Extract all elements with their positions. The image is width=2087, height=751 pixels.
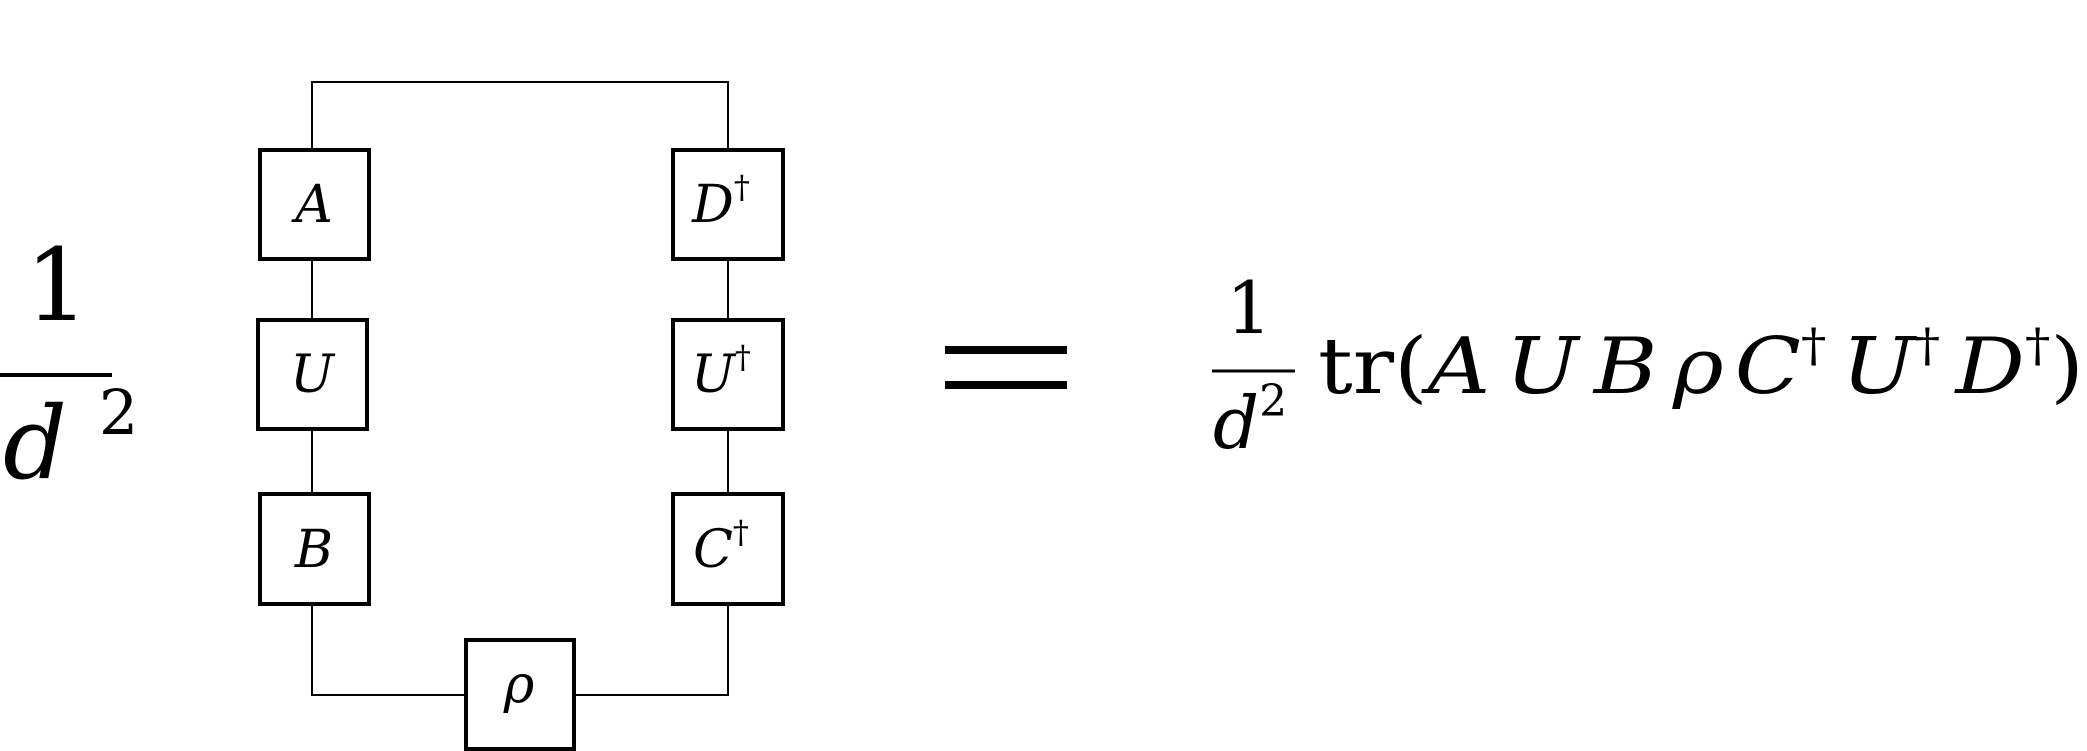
equals-sign-text: = [1006,379,1007,381]
trace-term-U2: U [1842,322,1917,412]
tensor-D-dagger: D† [671,148,785,261]
trace-term-D: D [1953,322,2024,412]
wire-B-to-rho [311,605,466,696]
trace-term-C-dagger: † [1801,318,1826,372]
lhs-prefactor-denominator-base: d [3,385,67,502]
tensor-D-dagger-box [671,148,785,261]
tensor-D-dagger-label: D† [691,168,750,235]
lhs-prefactor-denominator: d 2 [3,376,138,502]
trace-term-B: B [1592,322,1658,412]
trace-close-paren: ) [2050,322,2084,412]
equals-sign-top-bar [945,346,1067,354]
equals-sign-bottom-bar [945,381,1067,389]
tensor-U-dagger-label: U† [691,338,751,405]
trace-operator: tr [1318,322,1395,412]
tensor-B: B [258,492,371,606]
lhs-prefactor-numerator: 1 [25,227,89,344]
tensor-U-dagger: U† [671,318,785,431]
trace-open-paren: ( [1394,322,1428,412]
tensor-A: A [258,148,371,261]
tensor-C-dagger: C† [671,492,785,606]
equals-sign: = [945,346,1067,389]
tensor-B-label: B [294,520,333,580]
tensor-C-dagger-label: C† [693,513,749,580]
rhs-prefactor: 1 d2 [1212,266,1295,465]
tensor-network-wires [311,81,729,696]
trace-term-U2-dagger: † [1915,318,1940,372]
tensor-rho-box [464,638,576,751]
trace-term-U: U [1506,322,1581,412]
tensor-U-label: U [290,345,336,405]
lhs-prefactor-denominator-exponent: 2 [99,376,138,449]
trace-term-rho: ρ [1672,322,1724,412]
lhs-prefactor: 1 d 2 [0,227,138,502]
tensor-U-dagger-box [671,318,785,431]
trace-term-C: C [1735,322,1801,412]
rhs-prefactor-numerator: 1 [1226,266,1272,350]
tensor-U: U [256,318,369,431]
trace-term-D-dagger: † [2025,318,2050,372]
tensor-B-box [258,492,371,606]
tensor-rho-label: ρ [503,655,535,715]
tensor-A-box [258,148,371,261]
wire-top-A-to-D [311,81,729,150]
tensor-rho: ρ [464,638,576,751]
rhs-prefactor-denominator: d2 [1213,376,1287,465]
tensor-A-label: A [291,175,333,235]
tensor-U-box [256,318,369,431]
trace-term-A: A [1421,322,1490,412]
wire-rho-to-C [574,605,729,696]
tensor-C-dagger-box [671,492,785,606]
